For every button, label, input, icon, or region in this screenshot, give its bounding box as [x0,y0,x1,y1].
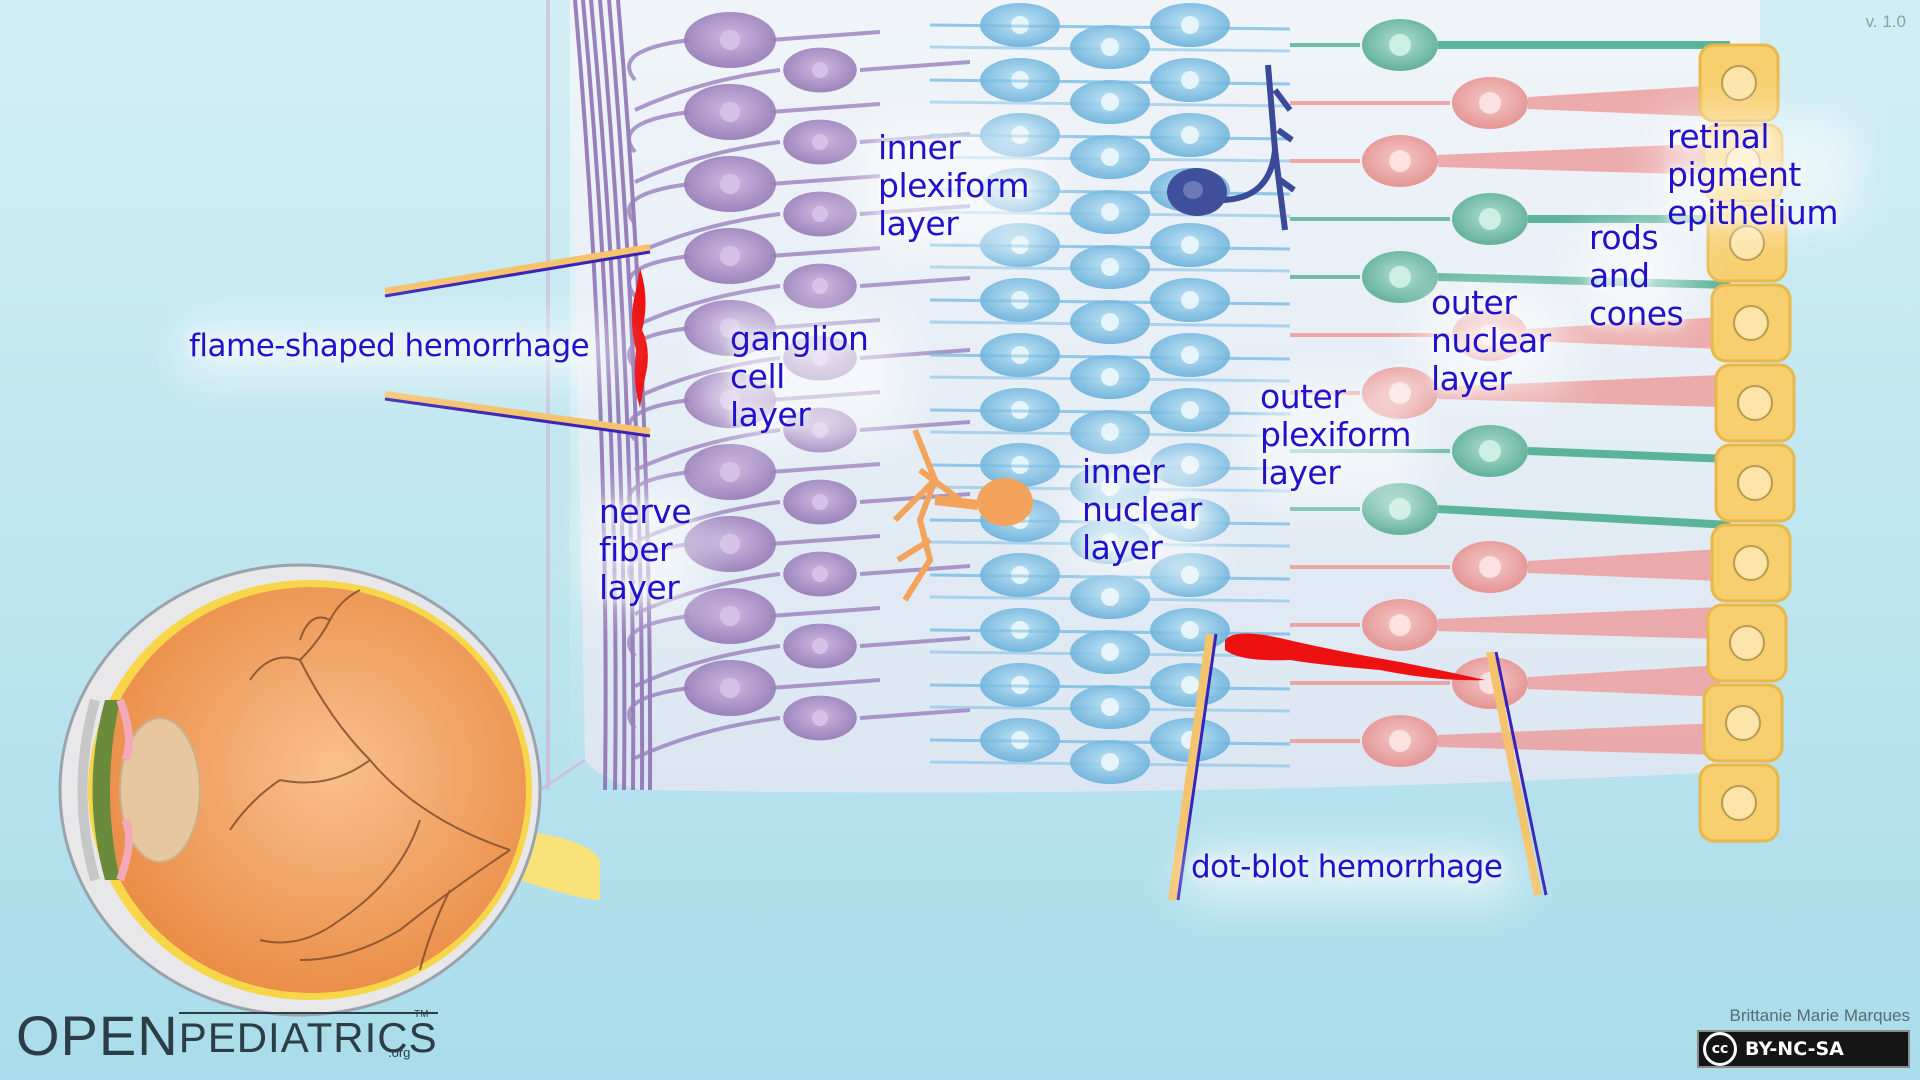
label-flame-shaped-hemorrhage: flame-shaped hemorrhage [189,328,590,364]
label-outer-plexiform-layer: outer plexiform layer [1260,377,1411,492]
amacrine-cell [892,428,1033,602]
flame-hemorrhage [632,268,648,408]
creative-commons-icon: cc [1703,1032,1737,1066]
label-dot-blot-hemorrhage: dot-blot hemorrhage [1191,849,1503,885]
logo-pediatrics: PEDIATRICS [178,1012,438,1061]
label-retinal-pigment-epithelium: retinal pigment epithelium [1667,117,1838,232]
author-credit: Brittanie Marie Marques [1729,1006,1910,1025]
dot-blot-hemorrhage [1225,633,1485,681]
label-nerve-fiber-layer: nerve fiber layer [599,492,692,607]
label-rods-and-cones: rods and cones [1589,218,1684,333]
label-inner-plexiform-layer: inner plexiform layer [878,128,1029,243]
dot-blot-pointer-lines [1168,633,1548,901]
label-inner-nuclear-layer: inner nuclear layer [1082,452,1202,567]
license-text: BY-NC-SA [1745,1038,1844,1060]
nerve-fiber-strands [573,0,653,791]
openpediatrics-logo: OPENPEDIATRICS .org TM [16,1003,438,1068]
ganglion-cells [627,12,971,760]
flame-pointer-lines [384,244,651,438]
logo-open: OPEN [16,1004,179,1067]
eyeball-illustration [58,563,600,1017]
logo-tm: TM [414,1009,429,1020]
cc-license-badge: cc BY-NC-SA [1697,1030,1910,1068]
bipolar-cells [929,3,1291,784]
label-outer-nuclear-layer: outer nuclear layer [1431,283,1551,398]
version-label: v. 1.0 [1865,12,1906,31]
label-ganglion-cell-layer: ganglion cell layer [730,319,869,434]
logo-org: .org [388,1045,411,1060]
horizontal-cell [1167,64,1296,231]
